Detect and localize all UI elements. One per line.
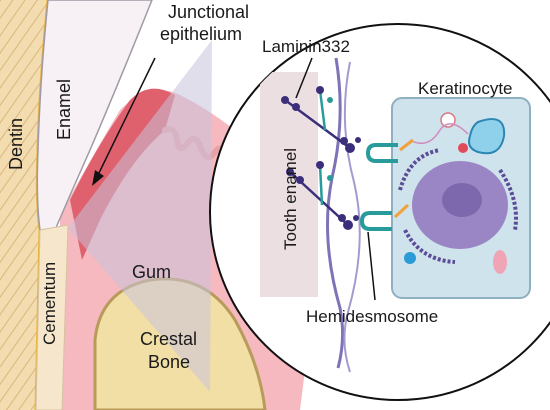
label-dentin: Dentin (6, 118, 26, 170)
vacuole (468, 118, 506, 155)
hemidesmosome-leader (367, 231, 376, 301)
rough-er (398, 148, 518, 264)
hemidesmosome-lower (359, 211, 392, 231)
label-cementum: Cementum (40, 262, 59, 345)
linker-1 (399, 138, 414, 152)
hemidesmosome-upper (365, 143, 398, 163)
label-crestal-line2: Bone (148, 352, 190, 372)
label-keratinocyte: Keratinocyte (418, 79, 513, 98)
cementum (35, 224, 69, 410)
label-junctional-line2: epithelium (160, 24, 242, 44)
label-gum: Gum (132, 262, 171, 282)
linker-2 (393, 203, 410, 219)
junctional-arrow (97, 57, 156, 176)
nucleolus (442, 183, 482, 217)
vesicle-red (458, 143, 468, 153)
magnified-content (260, 57, 531, 373)
fiber-strand-1 (326, 57, 345, 369)
dentin (0, 0, 48, 410)
laminin-leader (295, 57, 313, 99)
keratin-filament (409, 123, 469, 145)
junctional-arrowhead (92, 170, 104, 186)
label-tooth-enamel: Tooth enamel (281, 148, 300, 250)
label-crestal-line1: Crestal (140, 329, 197, 349)
fiber-strand-2 (343, 61, 361, 373)
label-junctional-line1: Junctional (168, 2, 249, 22)
laminin-upper (281, 86, 361, 153)
zoom-wedge (68, 40, 212, 392)
laminin-lower (286, 161, 359, 230)
label-enamel: Enamel (54, 79, 74, 140)
tooth-enamel-block (260, 72, 318, 297)
label-laminin: Laminin332 (262, 37, 350, 56)
centrosome (404, 252, 416, 264)
mitochondrion (493, 250, 507, 274)
label-hemidesmosome: Hemidesmosome (306, 307, 438, 326)
